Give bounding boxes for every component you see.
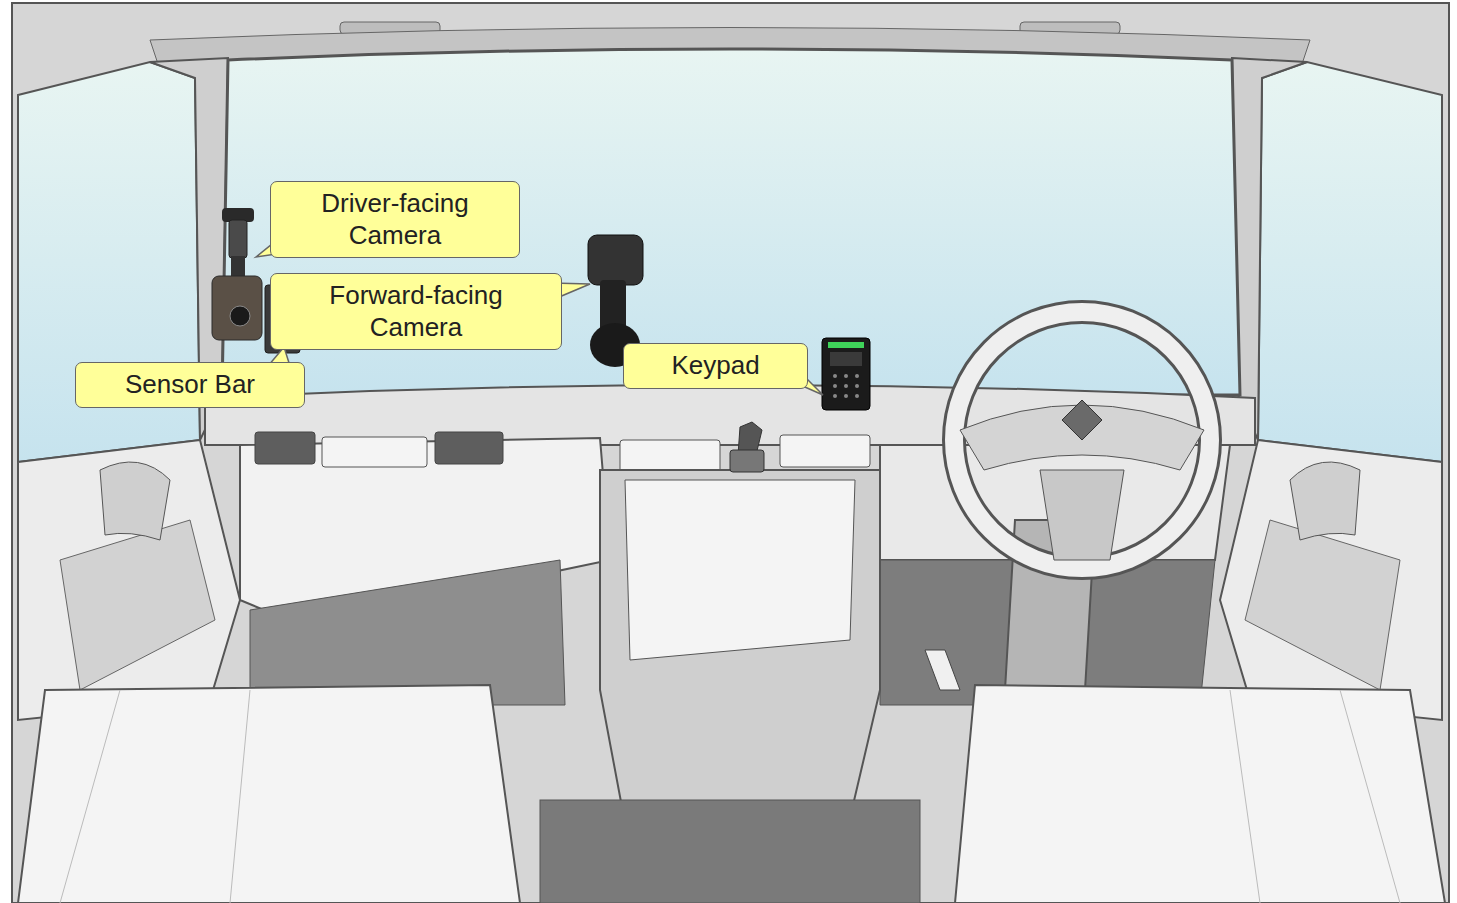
steering-wheel [1062,400,1102,440]
callout-box: Keypad [623,343,808,389]
callout-label: Sensor Bar [125,369,255,400]
callout-tail [256,236,823,395]
door-panel [100,462,170,540]
driver-facing-camera [229,220,247,258]
keypad-device [855,374,859,378]
steering-wheel [1040,470,1124,560]
seat [955,685,1445,903]
side-window [1258,62,1442,462]
air-vent [780,435,870,467]
callout-box: Forward-facing Camera [270,273,562,350]
door-panel [1290,462,1360,540]
keypad-device [844,394,848,398]
a-pillar [1232,58,1307,440]
seat [1230,690,1400,903]
keypad-device [833,394,837,398]
air-vent [255,432,315,464]
cab-floor [540,800,920,903]
steering-wheel [954,312,1210,568]
keypad-device [855,384,859,388]
driver-facing-camera [231,256,245,278]
air-vent [322,437,427,467]
centre-console [625,480,855,660]
seat [60,690,250,903]
keypad-device [828,342,864,348]
cab-frame [12,3,1449,903]
keypad-device [833,384,837,388]
cab-frame [12,3,1449,903]
callout-label: Forward-facing Camera [306,280,526,342]
steering-wheel [954,312,1210,690]
door-panel [1220,440,1442,720]
door-panel [1245,520,1400,690]
callout-label: Keypad [671,350,759,381]
driver-facing-camera [212,208,262,340]
keypad-device [833,374,837,378]
keypad-device [855,394,859,398]
keypad-device [844,374,848,378]
dashboard [250,560,565,705]
keypad-device [822,338,870,410]
steering-wheel [954,312,1210,568]
seat [18,685,520,903]
pedal [925,650,960,690]
driver-facing-camera [212,276,262,340]
seat [18,685,1445,903]
windshield [222,49,1240,395]
door-panel [60,520,215,690]
air-vent [435,432,503,464]
door-panel [18,440,240,720]
keypad-device [822,338,870,410]
centre-console [730,450,764,472]
forward-facing-camera [588,235,643,285]
callout-box: Driver-facing Camera [270,181,520,258]
callout-label: Driver-facing Camera [295,188,495,250]
keypad-device [844,384,848,388]
callout-box: Sensor Bar [75,362,305,408]
driver-facing-camera [230,306,250,326]
keypad-device [830,352,862,366]
